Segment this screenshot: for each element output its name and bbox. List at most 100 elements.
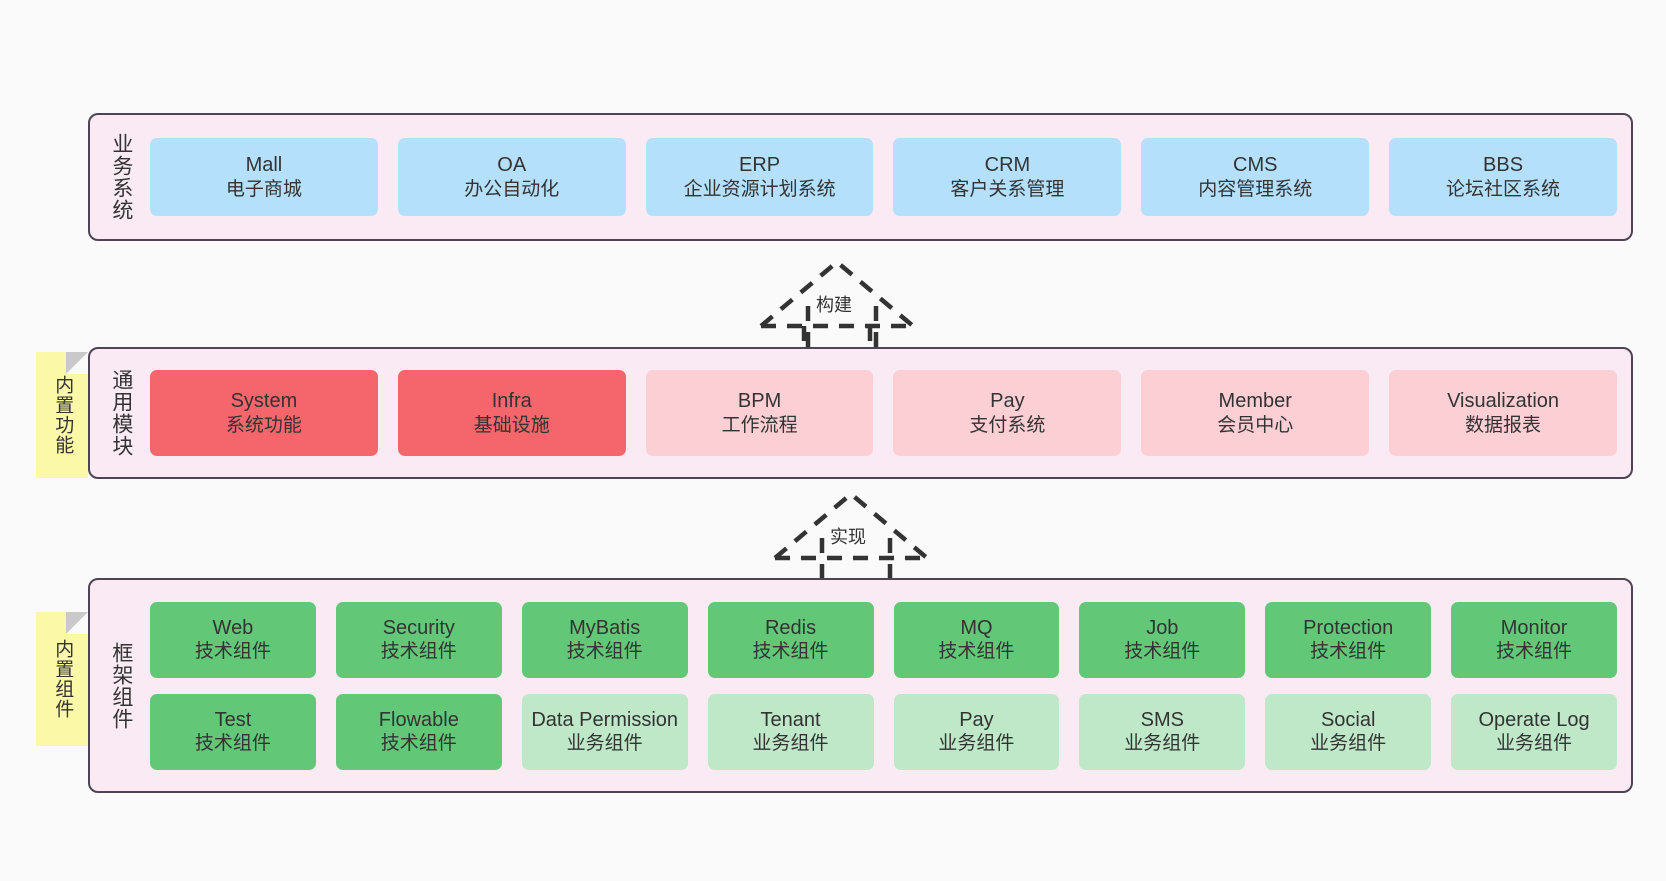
layer-body-framework: Web 技术组件 Security 技术组件 MyBatis 技术组件 Redi… <box>142 580 1631 791</box>
card-cms[interactable]: CMS 内容管理系统 <box>1141 138 1370 216</box>
card-title: Data Permission <box>531 708 679 731</box>
card-system[interactable]: System 系统功能 <box>150 370 378 456</box>
card-subtitle: 技术组件 <box>1310 641 1387 663</box>
card-flowable[interactable]: Flowable 技术组件 <box>335 693 502 770</box>
layer-body-business: Mall 电子商城 OA 办公自动化 ERP 企业资源计划系统 CRM 客户关系… <box>142 115 1631 239</box>
card-subtitle: 电子商城 <box>225 178 302 200</box>
layer-panel-framework: 框架组件 Web 技术组件 Security 技术组件 MyBatis 技术组件… <box>88 578 1633 793</box>
card-title: System <box>230 390 298 413</box>
sticky-note-builtin-components: 内置组件 <box>36 612 88 746</box>
card-subtitle: 技术组件 <box>1124 641 1201 663</box>
card-title: Tenant <box>760 708 821 731</box>
card-erp[interactable]: ERP 企业资源计划系统 <box>645 138 874 216</box>
card-operate-log[interactable]: Operate Log 业务组件 <box>1451 693 1617 770</box>
card-subtitle: 技术组件 <box>380 733 457 755</box>
card-subtitle: 技术组件 <box>194 733 271 755</box>
card-mq[interactable]: MQ 技术组件 <box>893 601 1060 678</box>
sticky-note-builtin-features: 内置功能 <box>36 352 88 478</box>
card-infra[interactable]: Infra 基础设施 <box>397 370 626 456</box>
card-title: Monitor <box>1500 616 1568 639</box>
card-subtitle: 支付系统 <box>969 414 1046 436</box>
card-title: BBS <box>1483 154 1524 177</box>
card-title: OA <box>497 154 527 177</box>
card-title: ERP <box>739 154 781 177</box>
card-subtitle: 业务组件 <box>1496 733 1573 755</box>
card-pay-module[interactable]: Pay 支付系统 <box>893 370 1122 456</box>
card-row: Mall 电子商城 OA 办公自动化 ERP 企业资源计划系统 CRM 客户关系… <box>150 138 1617 216</box>
card-subtitle: 系统功能 <box>225 414 302 436</box>
card-title: Redis <box>764 616 817 639</box>
card-subtitle: 技术组件 <box>194 641 271 663</box>
card-mybatis[interactable]: MyBatis 技术组件 <box>521 601 688 678</box>
card-subtitle: 客户关系管理 <box>950 178 1065 200</box>
card-crm[interactable]: CRM 客户关系管理 <box>893 138 1122 216</box>
card-subtitle: 业务组件 <box>752 733 829 755</box>
card-subtitle: 工作流程 <box>721 414 798 436</box>
card-bpm[interactable]: BPM 工作流程 <box>645 370 874 456</box>
card-title: Protection <box>1303 616 1394 639</box>
card-title: Pay <box>959 708 994 731</box>
card-member[interactable]: Member 会员中心 <box>1141 370 1370 456</box>
card-mall[interactable]: Mall 电子商城 <box>150 138 378 216</box>
card-subtitle: 会员中心 <box>1217 414 1294 436</box>
layer-panel-common: 通用模块 System 系统功能 Infra 基础设施 BPM 工作流程 Pay… <box>88 347 1633 479</box>
card-title: SMS <box>1140 708 1184 731</box>
card-title: Mall <box>245 154 283 177</box>
card-title: Infra <box>491 390 532 413</box>
card-bbs[interactable]: BBS 论坛社区系统 <box>1389 138 1617 216</box>
card-subtitle: 技术组件 <box>566 641 643 663</box>
card-test[interactable]: Test 技术组件 <box>150 693 316 770</box>
card-title: CRM <box>984 154 1031 177</box>
card-tenant[interactable]: Tenant 业务组件 <box>707 693 874 770</box>
layer-title-common: 通用模块 <box>109 369 133 457</box>
card-subtitle: 论坛社区系统 <box>1446 178 1561 200</box>
card-title: Member <box>1218 390 1292 413</box>
card-title: MQ <box>960 616 993 639</box>
card-subtitle: 办公自动化 <box>464 178 560 200</box>
card-title: Job <box>1146 616 1179 639</box>
card-subtitle: 数据报表 <box>1465 414 1542 436</box>
card-row: System 系统功能 Infra 基础设施 BPM 工作流程 Pay 支付系统… <box>150 370 1617 456</box>
card-title: Visualization <box>1447 390 1560 413</box>
card-title: Operate Log <box>1478 708 1590 731</box>
card-social[interactable]: Social 业务组件 <box>1265 693 1432 770</box>
card-monitor[interactable]: Monitor 技术组件 <box>1451 601 1617 678</box>
card-protection[interactable]: Protection 技术组件 <box>1265 601 1432 678</box>
card-subtitle: 技术组件 <box>380 641 457 663</box>
card-redis[interactable]: Redis 技术组件 <box>707 601 874 678</box>
card-web[interactable]: Web 技术组件 <box>150 601 316 678</box>
card-title: Web <box>212 616 254 639</box>
card-title: Security <box>382 616 455 639</box>
card-subtitle: 业务组件 <box>1124 733 1201 755</box>
card-row: Web 技术组件 Security 技术组件 MyBatis 技术组件 Redi… <box>150 601 1617 678</box>
card-subtitle: 技术组件 <box>752 641 829 663</box>
card-subtitle: 内容管理系统 <box>1198 178 1313 200</box>
card-oa[interactable]: OA 办公自动化 <box>397 138 626 216</box>
card-title: MyBatis <box>569 616 641 639</box>
card-subtitle: 技术组件 <box>938 641 1015 663</box>
layer-title-business: 业务系统 <box>109 133 133 221</box>
card-title: Social <box>1320 708 1376 731</box>
card-title: BPM <box>737 390 782 413</box>
card-job[interactable]: Job 技术组件 <box>1079 601 1246 678</box>
card-row: Test 技术组件 Flowable 技术组件 Data Permission … <box>150 693 1617 770</box>
card-title: Pay <box>990 390 1025 413</box>
connector-label-build: 构建 <box>816 295 852 315</box>
layer-body-common: System 系统功能 Infra 基础设施 BPM 工作流程 Pay 支付系统… <box>142 349 1631 477</box>
card-security[interactable]: Security 技术组件 <box>335 601 502 678</box>
card-visualization[interactable]: Visualization 数据报表 <box>1389 370 1617 456</box>
card-subtitle: 业务组件 <box>566 733 643 755</box>
connector-label-implement: 实现 <box>830 527 866 547</box>
card-title: Flowable <box>378 708 459 731</box>
card-subtitle: 技术组件 <box>1496 641 1573 663</box>
card-title: CMS <box>1233 154 1278 177</box>
card-sms[interactable]: SMS 业务组件 <box>1079 693 1246 770</box>
card-pay-component[interactable]: Pay 业务组件 <box>893 693 1060 770</box>
layer-title-framework: 框架组件 <box>109 641 133 730</box>
card-data-permission[interactable]: Data Permission 业务组件 <box>521 693 688 770</box>
layer-panel-business: 业务系统 Mall 电子商城 OA 办公自动化 ERP 企业资源计划系统 CRM… <box>88 113 1633 241</box>
card-subtitle: 企业资源计划系统 <box>683 178 836 200</box>
card-subtitle: 基础设施 <box>473 414 550 436</box>
card-title: Test <box>214 708 252 731</box>
